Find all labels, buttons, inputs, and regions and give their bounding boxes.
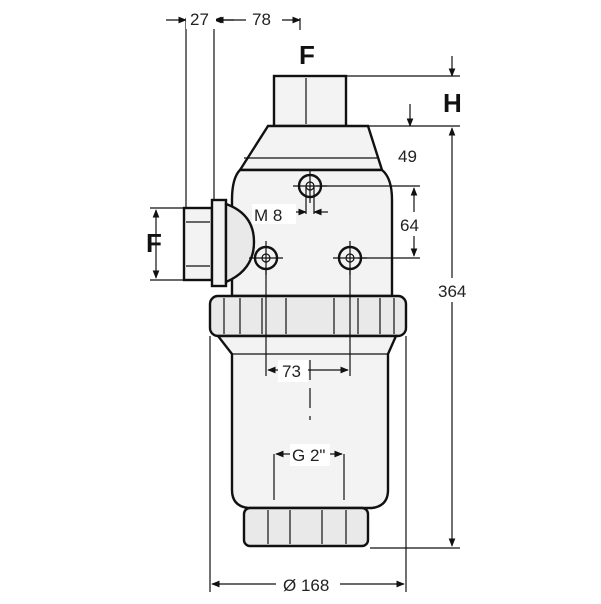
dim-64-label: 64 [400, 216, 419, 235]
filter-body [182, 74, 408, 548]
dim-73-label: 73 [282, 362, 301, 381]
dim-27-label: 27 [190, 10, 209, 29]
left-inlet-pipe [182, 206, 214, 282]
top-outlet-pipe [272, 74, 348, 128]
dim-78-label: 78 [252, 10, 271, 29]
dimension-lines [150, 16, 460, 592]
port-f-top-label: F [299, 40, 315, 70]
filter-bowl [215, 334, 398, 510]
gauge-boss-left [249, 241, 283, 275]
filter-head [237, 124, 384, 172]
dim-364-label: 364 [438, 282, 466, 301]
drain-plug [242, 506, 370, 548]
dim-168-label: Ø 168 [283, 576, 329, 595]
dim-g2-label: G 2" [292, 446, 325, 465]
port-f-left-label: F [146, 228, 162, 258]
dim-h-label: H [443, 88, 462, 118]
dim-m8-label: M 8 [254, 206, 282, 225]
dim-49-label: 49 [398, 147, 417, 166]
